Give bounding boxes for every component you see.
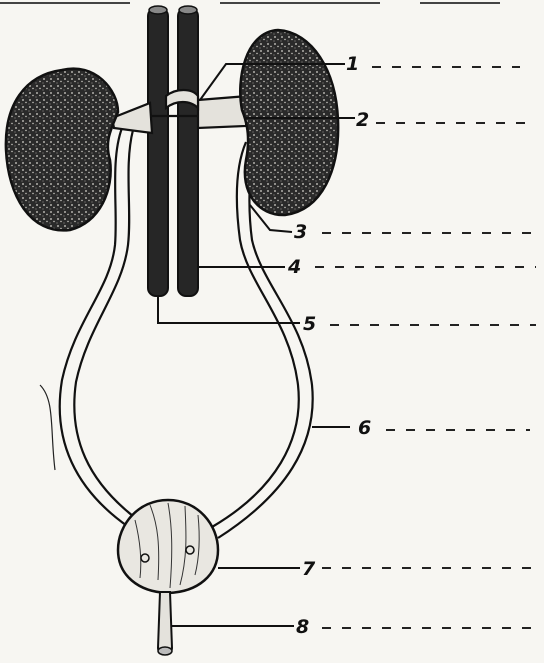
stray-line [40, 385, 55, 470]
left-kidney [6, 69, 118, 231]
urethra [158, 592, 172, 655]
label-8: 8 [296, 616, 309, 638]
label-2: 2 [356, 109, 369, 131]
label-7: 7 [302, 558, 316, 580]
vena-cava [178, 6, 198, 296]
label-3: 3 [294, 221, 307, 243]
answer-lines [315, 67, 536, 628]
label-6: 6 [358, 417, 371, 439]
bladder [118, 500, 218, 593]
aorta [148, 6, 168, 296]
right-kidney [240, 30, 338, 215]
label-5: 5 [303, 313, 316, 335]
label-1: 1 [346, 53, 359, 75]
label-4: 4 [287, 256, 301, 278]
